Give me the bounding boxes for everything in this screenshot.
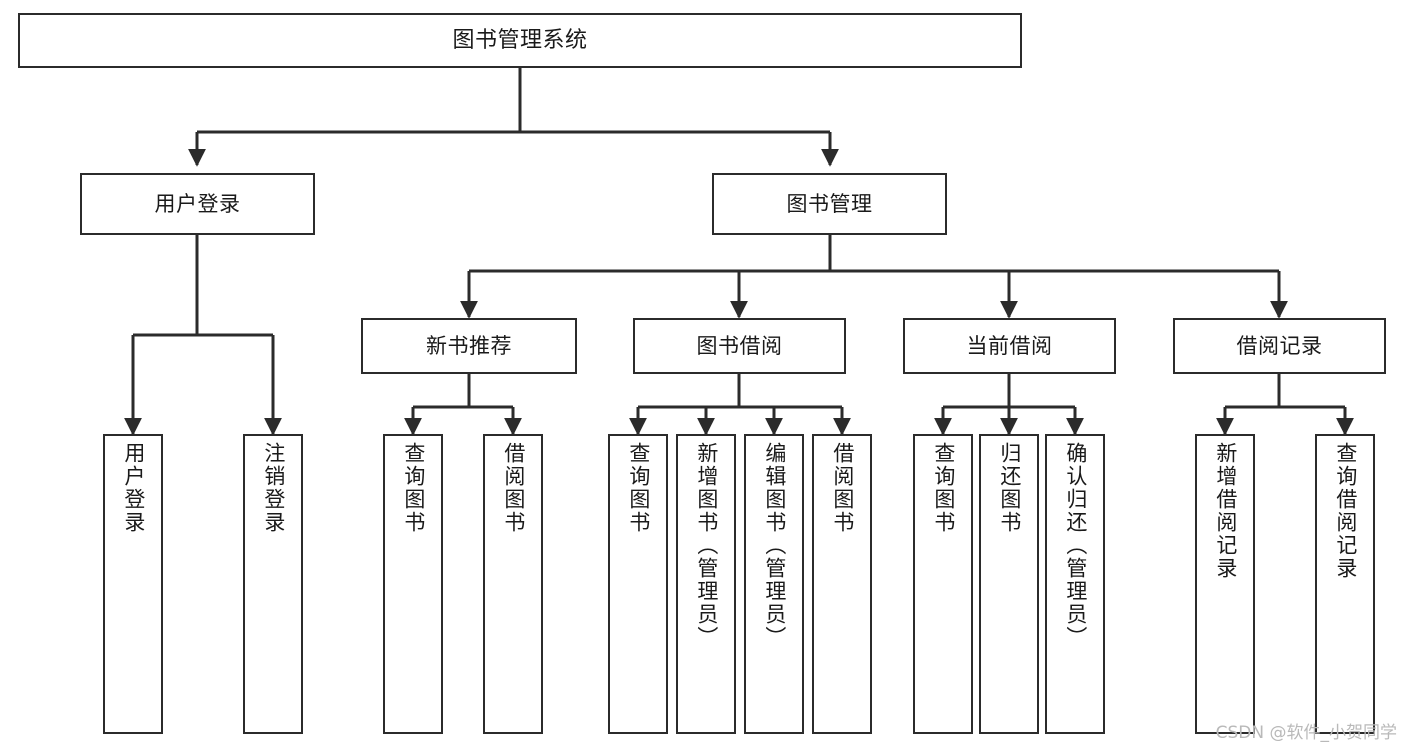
leaf-borrow-edit-book-label: 编辑图书（管理员） — [762, 442, 787, 649]
leaf-record-add[interactable]: 新增借阅记录 — [1195, 434, 1255, 734]
node-new-book-recommend-label: 新书推荐 — [426, 333, 512, 358]
node-root-label: 图书管理系统 — [452, 27, 588, 53]
node-current-borrow[interactable]: 当前借阅 — [903, 318, 1116, 374]
leaf-new-book-borrow[interactable]: 借阅图书 — [483, 434, 543, 734]
leaf-borrow-borrow-book[interactable]: 借阅图书 — [812, 434, 872, 734]
leaf-user-login-label: 用户登录 — [121, 442, 146, 534]
leaf-record-query[interactable]: 查询借阅记录 — [1315, 434, 1375, 734]
leaf-user-logout[interactable]: 注销登录 — [243, 434, 303, 734]
leaf-borrow-query-book-label: 查询图书 — [626, 442, 651, 534]
node-book-borrow[interactable]: 图书借阅 — [633, 318, 846, 374]
leaf-current-return-book[interactable]: 归还图书 — [979, 434, 1039, 734]
leaf-current-query-book[interactable]: 查询图书 — [913, 434, 973, 734]
leaf-current-confirm-return-label: 确认归还（管理员） — [1063, 442, 1088, 649]
node-book-borrow-label: 图书借阅 — [696, 333, 783, 358]
leaf-current-confirm-return[interactable]: 确认归还（管理员） — [1045, 434, 1105, 734]
node-borrow-records[interactable]: 借阅记录 — [1173, 318, 1386, 374]
leaf-new-book-borrow-label: 借阅图书 — [501, 442, 526, 534]
watermark: CSDN @软件_小贺同学 — [1215, 723, 1397, 743]
node-user-login-label: 用户登录 — [154, 191, 241, 216]
leaf-new-book-query[interactable]: 查询图书 — [383, 434, 443, 734]
leaf-borrow-borrow-book-label: 借阅图书 — [830, 442, 855, 534]
node-book-management[interactable]: 图书管理 — [712, 173, 947, 235]
node-borrow-records-label: 借阅记录 — [1236, 333, 1323, 358]
leaf-borrow-edit-book[interactable]: 编辑图书（管理员） — [744, 434, 804, 734]
node-root[interactable]: 图书管理系统 — [18, 13, 1022, 68]
leaf-user-logout-label: 注销登录 — [261, 442, 286, 534]
leaf-borrow-query-book[interactable]: 查询图书 — [608, 434, 668, 734]
leaf-user-login[interactable]: 用户登录 — [103, 434, 163, 734]
node-book-management-label: 图书管理 — [786, 191, 873, 216]
leaf-new-book-query-label: 查询图书 — [401, 442, 426, 534]
leaf-borrow-add-book[interactable]: 新增图书（管理员） — [676, 434, 736, 734]
node-new-book-recommend[interactable]: 新书推荐 — [361, 318, 577, 374]
leaf-record-add-label: 新增借阅记录 — [1213, 442, 1238, 580]
node-user-login[interactable]: 用户登录 — [80, 173, 315, 235]
leaf-borrow-add-book-label: 新增图书（管理员） — [694, 442, 719, 649]
leaf-record-query-label: 查询借阅记录 — [1333, 442, 1358, 580]
node-current-borrow-label: 当前借阅 — [966, 333, 1053, 358]
leaf-current-return-book-label: 归还图书 — [997, 442, 1022, 534]
leaf-current-query-book-label: 查询图书 — [931, 442, 956, 534]
